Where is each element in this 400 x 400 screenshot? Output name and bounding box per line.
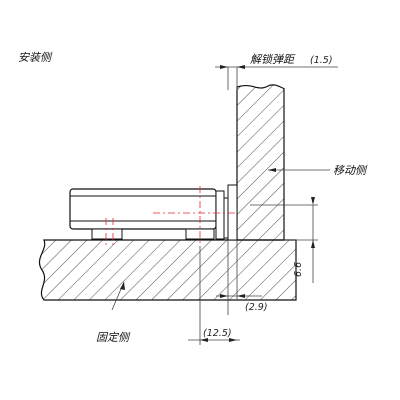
moving-side-panel — [236, 84, 285, 241]
center-lines — [105, 186, 236, 246]
moving-side-label: 移动侧 — [333, 164, 368, 177]
unlock-spring-label: 解锁弹距 — [250, 53, 296, 66]
height-dimension-value: 6.6 — [293, 262, 304, 277]
unlock-spring-value: (1.5) — [310, 55, 333, 66]
dimension-2-9-value: (2.9) — [245, 302, 268, 313]
hinge-body — [69, 184, 238, 241]
fixed-side-label: 固定侧 — [96, 331, 131, 344]
dimension-12-5-value: (12.5) — [203, 328, 232, 339]
install-side-label: 安装侧 — [18, 51, 53, 64]
dimension-arrows — [120, 65, 315, 342]
fixed-side-panel — [38, 239, 297, 301]
